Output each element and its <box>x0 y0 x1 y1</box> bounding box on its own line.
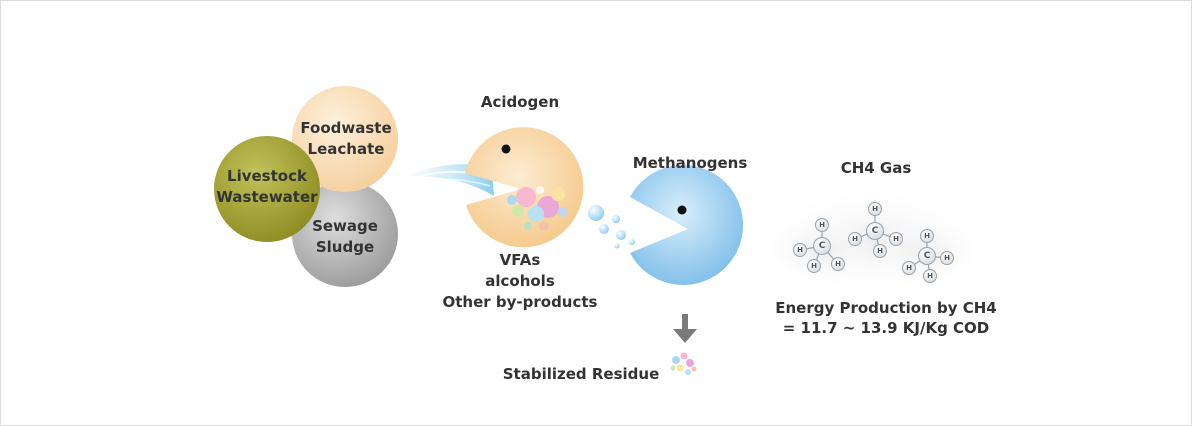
methanogens-pacman <box>630 165 744 285</box>
residue-icon <box>670 352 697 375</box>
energy-line-2: = 11.7 ~ 13.9 KJ/Kg COD <box>782 319 990 337</box>
livestock-label: Livestock Wastewater <box>210 166 324 208</box>
acidogen-output-3: Other by-products <box>442 293 598 311</box>
residue-label: Stabilized Residue <box>502 365 660 383</box>
foodwaste-line-1: Foodwaste <box>300 119 392 137</box>
energy-line-1: Energy Production by CH4 <box>775 299 997 317</box>
sewage-sludge-circle <box>292 181 398 287</box>
methanogens-title: Methanogens <box>632 154 748 172</box>
down-arrow-icon <box>673 314 697 343</box>
gas-title: CH4 Gas <box>840 159 912 177</box>
foodwaste-line-2: Leachate <box>307 140 385 158</box>
transfer-bubbles <box>588 205 635 249</box>
sewage-label: Sewage Sludge <box>300 216 390 258</box>
foodwaste-leachate-circle <box>292 86 398 192</box>
acidogen-outputs: VFAs alcohols Other by-products <box>430 250 610 313</box>
sewage-line-1: Sewage <box>312 217 378 235</box>
livestock-wastewater-circle <box>214 136 320 242</box>
acidogen-pacman <box>465 127 584 248</box>
livestock-line-1: Livestock <box>227 167 307 185</box>
acidogen-output-2: alcohols <box>485 272 555 290</box>
acidogen-title: Acidogen <box>480 93 560 111</box>
foodwaste-label: Foodwaste Leachate <box>294 118 398 160</box>
sewage-line-2: Sludge <box>315 238 375 256</box>
livestock-line-2: Wastewater <box>216 188 318 206</box>
acidogen-output-1: VFAs <box>499 251 541 269</box>
gas-cloud <box>770 193 975 289</box>
